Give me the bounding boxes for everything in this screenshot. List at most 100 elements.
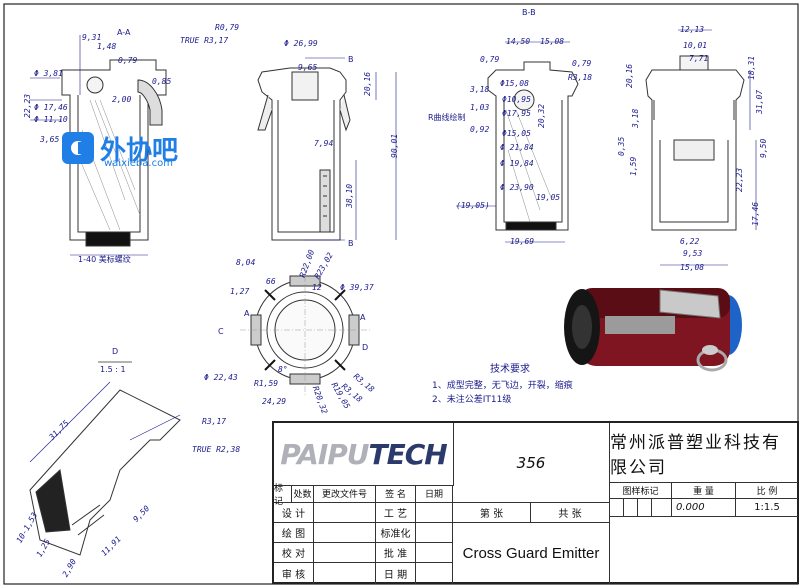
dim-aa-1: 9,31	[82, 33, 101, 42]
dim-aa-9: 2,00	[112, 95, 131, 104]
dim-bb-19: 19,69	[510, 237, 534, 246]
rev-header-count: 处数	[292, 485, 314, 503]
dim-side-8: 38,10	[345, 184, 354, 209]
weight-label: 重 量	[672, 483, 736, 499]
dim-d-3: TRUE R2,38	[192, 445, 240, 454]
dim-front-3: 7,71	[689, 54, 708, 63]
dim-front-2: 10,01	[683, 41, 707, 50]
role-date-value	[416, 563, 453, 584]
role-check-value	[314, 543, 376, 563]
mark-box-3	[638, 499, 652, 517]
dim-front-14: 9,53	[683, 249, 702, 258]
dim-bb-9: Φ10,95	[502, 95, 531, 104]
dim-bb-7: Φ15,08	[500, 79, 529, 88]
sheet-total-label: 共 张	[531, 503, 610, 523]
role-process: 工 艺	[376, 503, 416, 523]
dim-d-4: 10-1,53	[15, 511, 40, 545]
rev-header-mark: 标记	[274, 484, 292, 507]
view-bb	[456, 41, 579, 243]
dim-top-6: 66	[266, 277, 276, 286]
dim-bb-8: 1,03	[470, 103, 489, 112]
dim-front-10: 9,50	[759, 139, 768, 158]
dim-front-1: 12,13	[680, 25, 704, 34]
role-date: 日 期	[376, 563, 416, 584]
dim-top-9: 24,29	[262, 397, 286, 406]
detail-d-scale: 1.5 : 1	[100, 365, 126, 374]
dim-side-5: 20,16	[363, 72, 372, 96]
dim-bb-14: Φ 21,84	[500, 143, 534, 152]
role-design-value	[314, 503, 376, 523]
tech-req-item-2: 2、未注公差IT11级	[432, 393, 511, 405]
view-side	[257, 57, 397, 241]
detail-label-d: D	[362, 343, 368, 352]
dim-d-6: 11,91	[99, 534, 122, 557]
dim-aa-4: Φ 3,81	[34, 69, 63, 78]
dim-bb-1: 14,50	[506, 37, 530, 46]
dim-side-1: R0,79	[215, 23, 239, 32]
role-review-value	[314, 563, 376, 584]
dim-side-7: 7,94	[314, 139, 333, 148]
role-approve: 批 准	[376, 543, 416, 563]
dim-front-7: 3,18	[631, 109, 640, 129]
role-design: 设 计	[274, 503, 314, 523]
section-label-a-right: A	[360, 313, 366, 322]
dim-d-2: R3,17	[202, 417, 226, 426]
dim-side-3: Φ 26,99	[284, 39, 318, 48]
dim-aa-8: 3,65	[39, 135, 59, 144]
dim-front-5: 18,31	[747, 56, 756, 80]
title-block-blank	[610, 517, 798, 584]
dim-bb-3: 0,79	[480, 55, 499, 64]
scale-value: 1:1.5	[736, 499, 798, 517]
render-3d	[564, 288, 742, 372]
part-name: Cross Guard Emitter	[453, 523, 610, 584]
tech-req-item-1: 1、成型完整，无飞边，开裂，缩痕	[432, 379, 573, 391]
role-drafting-value	[314, 523, 376, 543]
role-review: 审 核	[274, 563, 314, 584]
dim-side-4: 9,65	[298, 63, 317, 72]
watermark-logo-icon	[62, 132, 94, 164]
role-approve-value	[416, 543, 453, 563]
dim-bb-10: Φ17,95	[502, 109, 531, 118]
watermark-url: waixieba.com	[104, 158, 173, 169]
dim-d-8: 2,90	[61, 557, 79, 578]
section-label-b-top: B	[348, 55, 354, 64]
scale-label: 比 例	[736, 483, 798, 499]
watermark-brand: 外协吧	[100, 135, 179, 166]
role-standard-value	[416, 523, 453, 543]
section-label-a-left: A	[244, 309, 250, 318]
watermark: 外协吧 waixieba.com	[60, 128, 179, 169]
dim-top-7: Φ 22,43	[204, 373, 238, 382]
dim-bb-4: 0,79	[572, 59, 591, 68]
dim-front-15: 15,08	[680, 263, 704, 272]
dim-front-12: 17,46	[751, 202, 760, 226]
view-aa-title: A-A	[117, 28, 131, 37]
dim-top-15: 12	[312, 283, 322, 292]
dim-aa-5: 22,23	[23, 94, 32, 118]
dim-d-5: 1,25	[35, 537, 53, 558]
dim-front-13: 6,22	[680, 237, 699, 246]
dim-side-6: 90,01	[390, 134, 399, 158]
dim-front-11: 22,23	[735, 168, 744, 192]
drawing-mark-label: 图样标记	[610, 483, 672, 499]
dim-top-1: 8,04	[236, 258, 255, 267]
dim-bb-2: 15,08	[540, 37, 564, 46]
dim-aa-2: 1,48	[97, 42, 116, 51]
view-detail-d	[29, 381, 181, 556]
drawing-number: 356	[453, 423, 610, 503]
dim-bb-5: R3,18	[568, 73, 592, 82]
view-top	[240, 265, 370, 395]
brand-part-a: PAIPU	[280, 437, 369, 471]
role-standard: 标准化	[376, 523, 416, 543]
bb-curve-note: R曲线绘制	[428, 112, 466, 122]
tech-req-title: 技术要求	[490, 362, 530, 375]
mark-box-2	[624, 499, 638, 517]
dim-aa-7: Φ 11,10	[34, 115, 68, 124]
view-aa	[30, 35, 167, 256]
dim-front-4: 20,16	[625, 64, 634, 88]
dim-side-2: TRUE R3,17	[180, 36, 228, 45]
mark-box-4	[652, 499, 672, 517]
dim-aa-10: 0,85	[152, 77, 171, 86]
detail-label-c: C	[218, 327, 224, 336]
dim-bb-11: 0,92	[470, 125, 489, 134]
